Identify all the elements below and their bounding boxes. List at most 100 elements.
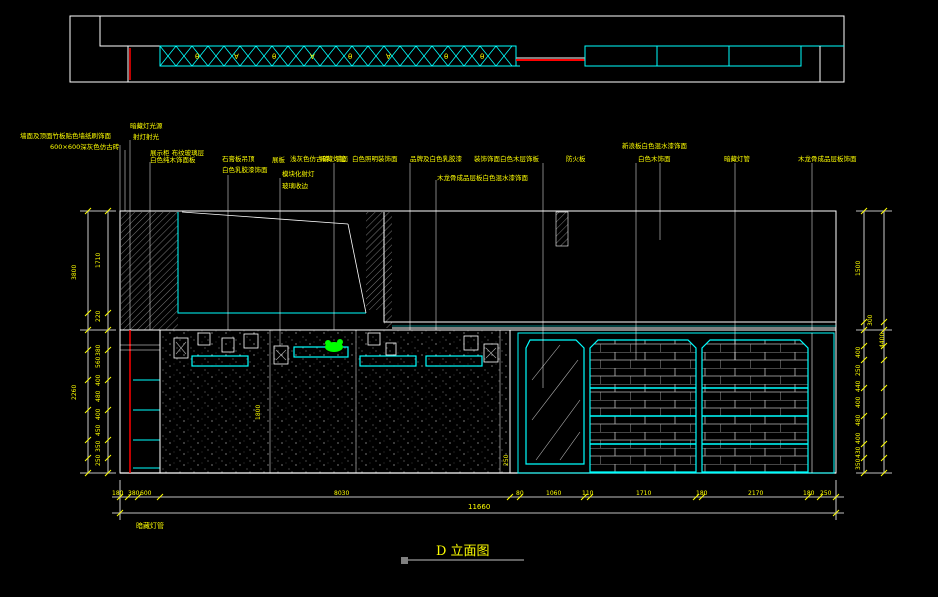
bottom-dimension-label: 110 [582,490,594,497]
dimension-tick [156,493,164,501]
dimension-tick [880,207,888,215]
bottom-dimension-label: 180 [696,490,708,497]
right-dimension-label: 440 [855,380,862,392]
brick-panel-2 [701,339,809,473]
wall-shelves [191,346,483,367]
left-dimension-label: 1710 [95,253,102,268]
dimension-tick [84,469,92,477]
bottom-dimension-label: 8030 [334,490,349,497]
bottom-dimension-label: 2170 [748,490,763,497]
dimension-tick [104,376,112,384]
glass-door [525,339,585,465]
title-block [401,557,524,564]
display-frames [173,332,499,365]
dimension-tick [804,493,812,501]
annotation-label: 600×600深灰色仿古砖 [50,142,120,151]
bottom-dimension-label: 80 [516,490,524,497]
stone-wall [159,329,511,474]
svg-text:∀: ∀ [386,53,391,61]
dimension-tick [84,207,92,215]
left-dimension-label: 350 [95,440,102,452]
svg-text:∀: ∀ [310,53,315,61]
dimension-tick [104,406,112,414]
bottom-dimension-label: 1060 [546,490,561,497]
dimension-tick [84,376,92,384]
dimension-tick [860,454,868,462]
overall-width-dim: 11660 [468,503,491,511]
dimension-tick [104,436,112,444]
left-dimension-label: 450 [95,424,102,436]
annotation-label: 暗藏灯管 [724,154,751,163]
svg-text:θ: θ [444,53,448,61]
dimension-tick [860,384,868,392]
dimension-tick [880,412,888,420]
bottom-dimension-label: 250 [820,490,832,497]
annotation-label: 暗藏灯管 [320,154,347,163]
right-dimension-label: 430 [855,446,862,458]
right-dimension-label: 300 [867,314,874,326]
dimension-tick [84,346,92,354]
right-dimension-label: 4400 [879,333,886,348]
dimension-tick [860,412,868,420]
annotation-label: 品牌及白色乳胶漆 [410,154,463,163]
left-dimension-label: 400 [95,408,102,420]
dimension-tick [880,454,888,462]
dimension-tick [84,406,92,414]
dimension-tick [116,509,124,517]
dimension-tick [816,493,824,501]
annotation-label: 木龙骨成品层板饰面 [798,154,857,163]
annotation-label: 白色纯木饰面板 [150,155,196,164]
annotation-label: 白色照明装饰面 [352,154,398,163]
right-dimension-label: 250 [503,454,510,466]
dimension-tick [104,346,112,354]
dimension-tick [124,493,132,501]
dimension-tick [104,454,112,462]
dimension-tick [880,384,888,392]
dimension-tick [860,469,868,477]
left-dimension-label: 1800 [255,405,262,420]
annotation-label: 射灯射光 [133,132,160,141]
bottom-dimension-label: 600 [140,490,152,497]
dimension-tick [84,436,92,444]
svg-text:θ: θ [348,53,352,61]
dimension-ticks [84,207,888,517]
dimension-tick [880,440,888,448]
dimension-tick [832,509,840,517]
dimension-tick [84,326,92,334]
elevation-view [119,140,837,474]
svg-text:∀: ∀ [234,53,239,61]
plant-icon [325,339,343,352]
dimension-lines [80,210,892,520]
dimension-tick [104,469,112,477]
left-dimension-label: 400 [95,374,102,386]
annotation-label: 模块化射灯 [282,169,315,178]
annotation-label: 墙面 [335,154,349,163]
right-dimension-label: 250 [855,364,862,376]
dimension-tick [586,493,594,501]
right-dimension-label: 400 [855,346,862,358]
annotation-label: 装饰饰面白色木层饰板 [474,154,540,163]
annotation-label: 墙面及顶面竹板贴色墙纸刷饰面 [20,131,112,140]
annotation-label: 展示柜 布纹玻璃层 [150,148,205,157]
left-dimension-label: 250 [95,454,102,466]
dimension-tick [880,326,888,334]
dimension-tick [832,493,840,501]
left-column-hatch [121,212,178,330]
left-dimension-label: 3800 [71,265,78,280]
title-marker [401,557,408,564]
dimension-tick [860,207,868,215]
annotation-label: 白色木饰面 [638,154,671,163]
annotation-label: 防火板 [566,154,586,163]
left-dimension-label: 220 [95,310,102,322]
dimension-tick [880,318,888,326]
left-dimension-label: 480 [95,390,102,402]
bottom-label: 暗藏灯管 [136,522,164,530]
bottom-dimension-label: 180 [112,490,124,497]
svg-text:θ: θ [195,53,199,61]
left-dimension-label: 560 [95,356,102,368]
right-dimension-label: 400 [855,432,862,444]
svg-text:θ: θ [480,53,484,61]
left-dimension-label: 380 [95,344,102,356]
dimension-tick [860,318,868,326]
